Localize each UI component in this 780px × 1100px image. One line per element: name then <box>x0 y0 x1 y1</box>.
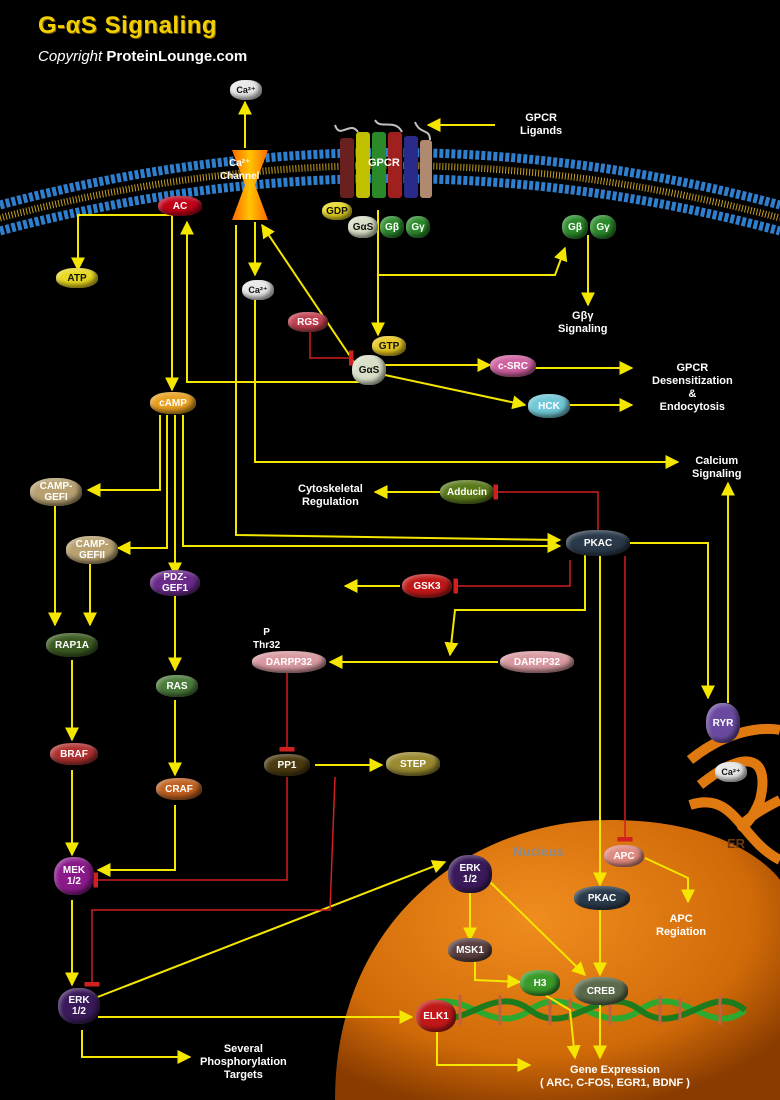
pp1-node[interactable]: PP1 <box>264 754 310 776</box>
gbg-signaling-label: Gβγ Signaling <box>558 310 608 335</box>
copyright-prefix: Copyright <box>38 48 103 65</box>
phosphorylation-targets-label: Several Phosphorylation Targets <box>200 1043 287 1081</box>
calcium-ion-top[interactable]: Ca²⁺ <box>230 80 262 100</box>
craf-node[interactable]: CRAF <box>156 778 202 800</box>
erk-nucleus-node[interactable]: ERK 1/2 <box>448 855 492 893</box>
elk1-node[interactable]: ELK1 <box>416 1000 456 1032</box>
braf-node[interactable]: BRAF <box>50 743 98 765</box>
nucleus-label: Nucleus <box>513 844 564 859</box>
cytoskeletal-regulation-label: Cytoskeletal Regulation <box>298 483 363 508</box>
thr32-phospho-label: P Thr32 <box>253 627 281 651</box>
calcium-signaling-label: Calcium Signaling <box>692 455 742 480</box>
atp-node[interactable]: ATP <box>56 268 98 288</box>
ryr-node[interactable]: RYR <box>706 703 740 743</box>
er-label: ER <box>727 836 746 851</box>
page-title: G-αS Signaling <box>38 12 218 39</box>
plasma-membrane <box>0 148 780 236</box>
h3-node[interactable]: H3 <box>520 970 560 996</box>
pdzgef1-node[interactable]: PDZ- GEF1 <box>150 570 200 596</box>
step-node[interactable]: STEP <box>386 752 440 776</box>
apc-regulation-label: APC Regiation <box>656 913 707 938</box>
gas-membrane-node[interactable]: GαS <box>348 216 378 238</box>
rgs-node[interactable]: RGS <box>288 312 328 332</box>
campgefi-node[interactable]: CAMP- GEFI <box>30 478 82 506</box>
creb-node[interactable]: CREB <box>574 977 628 1005</box>
campgefii-node[interactable]: CAMP- GEFII <box>66 536 118 564</box>
apc-node[interactable]: APC <box>604 845 644 867</box>
calcium-ion-mid[interactable]: Ca²⁺ <box>242 280 274 300</box>
gpcr-desensitization-label: GPCR Desensitization & Endocytosis <box>652 362 733 413</box>
erk-cytoplasm-node[interactable]: ERK 1/2 <box>58 988 100 1024</box>
calcium-ion-er[interactable]: Ca²⁺ <box>715 762 747 782</box>
gpcr-receptor-shape <box>334 119 432 198</box>
copyright-notice: Copyright ProteinLounge.com <box>38 48 247 65</box>
ggamma-free-node[interactable]: Gγ <box>590 215 616 239</box>
csrc-node[interactable]: c-SRC <box>490 355 536 377</box>
gpcr-label: GPCR <box>368 157 400 169</box>
gdp-node[interactable]: GDP <box>322 202 352 220</box>
inhibition-lines <box>84 330 633 987</box>
darpp32-node[interactable]: DARPP32 <box>500 651 574 673</box>
darpp32-phospho-node[interactable]: DARPP32 <box>252 651 326 673</box>
copyright-site-link[interactable]: ProteinLounge.com <box>106 48 248 65</box>
gene-expression-label: Gene Expression ( ARC, C-FOS, EGR1, BDNF… <box>540 1064 690 1089</box>
mek-node[interactable]: MEK 1/2 <box>54 857 94 895</box>
gas-active-node[interactable]: GαS <box>352 355 386 385</box>
ac-node[interactable]: AC <box>158 196 202 216</box>
nucleus-body <box>335 820 780 1100</box>
pkac-nucleus-node[interactable]: PKAC <box>574 886 630 910</box>
activation-arrows <box>48 100 735 1072</box>
adducin-node[interactable]: Adducin <box>440 480 494 504</box>
gtp-node[interactable]: GTP <box>372 336 406 356</box>
ras-node[interactable]: RAS <box>156 675 198 697</box>
calcium-channel-shape <box>232 150 268 220</box>
gbeta-free-node[interactable]: Gβ <box>562 215 588 239</box>
gpcr-ligands-label: GPCR Ligands <box>520 112 563 137</box>
camp-node[interactable]: cAMP <box>150 392 196 414</box>
ggamma-membrane-node[interactable]: Gγ <box>406 216 430 238</box>
gbeta-membrane-node[interactable]: Gβ <box>380 216 404 238</box>
ca-channel-label: Ca²⁺ Channel <box>220 158 260 182</box>
hck-node[interactable]: HCK <box>528 394 570 418</box>
rap1a-node[interactable]: RAP1A <box>46 633 98 657</box>
gsk3-node[interactable]: GSK3 <box>402 574 452 598</box>
pkac-cytoplasm-node[interactable]: PKAC <box>566 530 630 556</box>
msk1-node[interactable]: MSK1 <box>448 938 492 962</box>
